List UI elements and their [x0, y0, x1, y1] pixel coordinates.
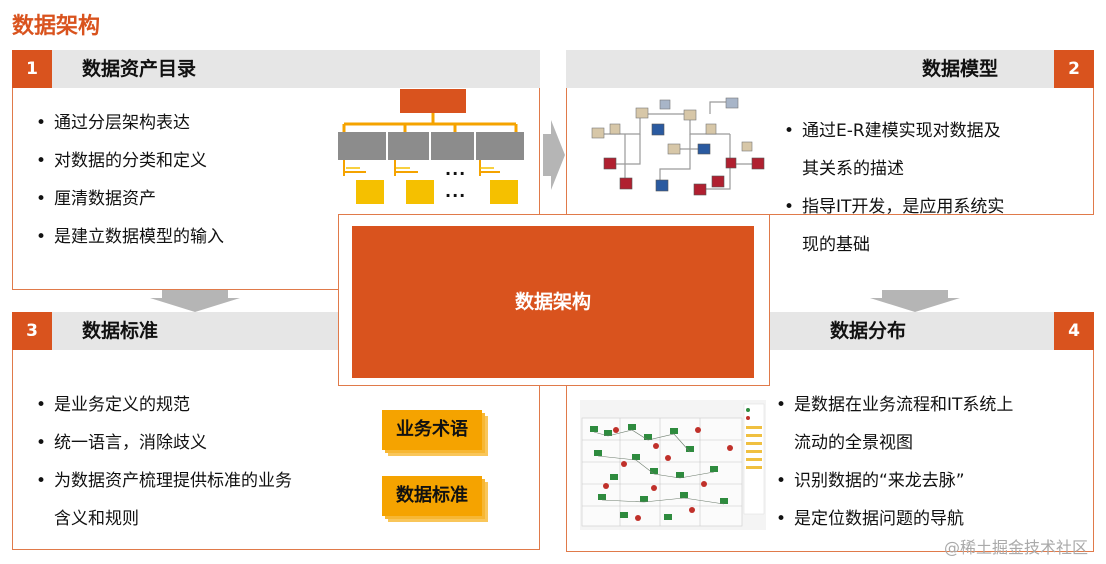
hierarchy-root-node	[400, 89, 466, 113]
panel-1-title: 数据资产目录	[82, 58, 197, 80]
bullet: 厘清数据资产	[28, 180, 224, 218]
ellipsis-1: ...	[445, 160, 467, 179]
arrow-down-icon	[150, 290, 240, 312]
bullet-continuation: 其关系的描述	[802, 159, 904, 179]
bullet: 指导IT开发，是应用系统实	[776, 188, 1004, 226]
bullet: 通过分层架构表达	[28, 104, 224, 142]
panel-1-bullets: 通过分层架构表达 对数据的分类和定义 厘清数据资产 是建立数据模型的输入	[28, 104, 224, 256]
hierarchy-leaf-node	[490, 180, 518, 204]
bullet-continuation: 含义和规则	[54, 509, 139, 529]
panel-2-title: 数据模型	[921, 58, 998, 80]
panel-4-header: 数据分布	[770, 312, 1054, 350]
panel-2-bullets: 通过E-R建模实现对数据及 其关系的描述 指导IT开发，是应用系统实 现的基础	[776, 112, 1004, 264]
bullet: 统一语言，消除歧义	[28, 424, 292, 462]
panel-1-number: 1	[12, 50, 52, 88]
bullet: 是业务定义的规范	[28, 386, 292, 424]
panel-4-title: 数据分布	[830, 320, 907, 342]
panel-3-number: 3	[12, 312, 52, 350]
panel-4-number: 4	[1054, 312, 1094, 350]
bullet: 对数据的分类和定义	[28, 142, 224, 180]
bullet: 是数据在业务流程和IT系统上	[768, 386, 1013, 424]
panel-4-bullets: 是数据在业务流程和IT系统上 流动的全景视图 识别数据的“来龙去脉” 是定位数据…	[768, 386, 1013, 538]
tag-data-standard: 数据标准	[382, 476, 482, 516]
hierarchy-leaf-node	[406, 180, 434, 204]
bullet: 为数据资产梳理提供标准的业务	[28, 462, 292, 500]
panel-2-number: 2	[1054, 50, 1094, 88]
hierarchy-diagram	[338, 89, 524, 204]
er-diagram	[591, 97, 765, 196]
er-entities	[591, 97, 765, 196]
arrow-down-icon	[870, 290, 960, 312]
tag-business-terms: 业务术语	[382, 410, 482, 450]
bullet-continuation: 现的基础	[802, 235, 870, 255]
center-label: 数据架构	[352, 226, 754, 378]
panel-2-header: 数据模型	[566, 50, 1054, 88]
watermark: @稀土掘金技术社区	[943, 538, 1088, 557]
bullet: 通过E-R建模实现对数据及	[776, 112, 1004, 150]
bullet: 是建立数据模型的输入	[28, 218, 224, 256]
panel-3-bullets: 是业务定义的规范 统一语言，消除歧义 为数据资产梳理提供标准的业务 含义和规则	[28, 386, 292, 538]
bullet: 是定位数据问题的导航	[768, 500, 1013, 538]
bullet-continuation: 流动的全景视图	[794, 433, 913, 453]
data-flow-map	[580, 400, 766, 530]
bullet: 识别数据的“来龙去脉”	[768, 462, 1013, 500]
hierarchy-leaf-node	[356, 180, 384, 204]
ellipsis-2: ...	[445, 182, 467, 201]
arrow-right-icon	[543, 120, 565, 190]
page-title: 数据架构	[12, 14, 101, 39]
panel-3-header: 数据标准	[52, 312, 340, 350]
flow-map-legend	[743, 403, 765, 515]
panel-3-title: 数据标准	[82, 320, 159, 342]
panel-1-header: 数据资产目录	[52, 50, 540, 88]
